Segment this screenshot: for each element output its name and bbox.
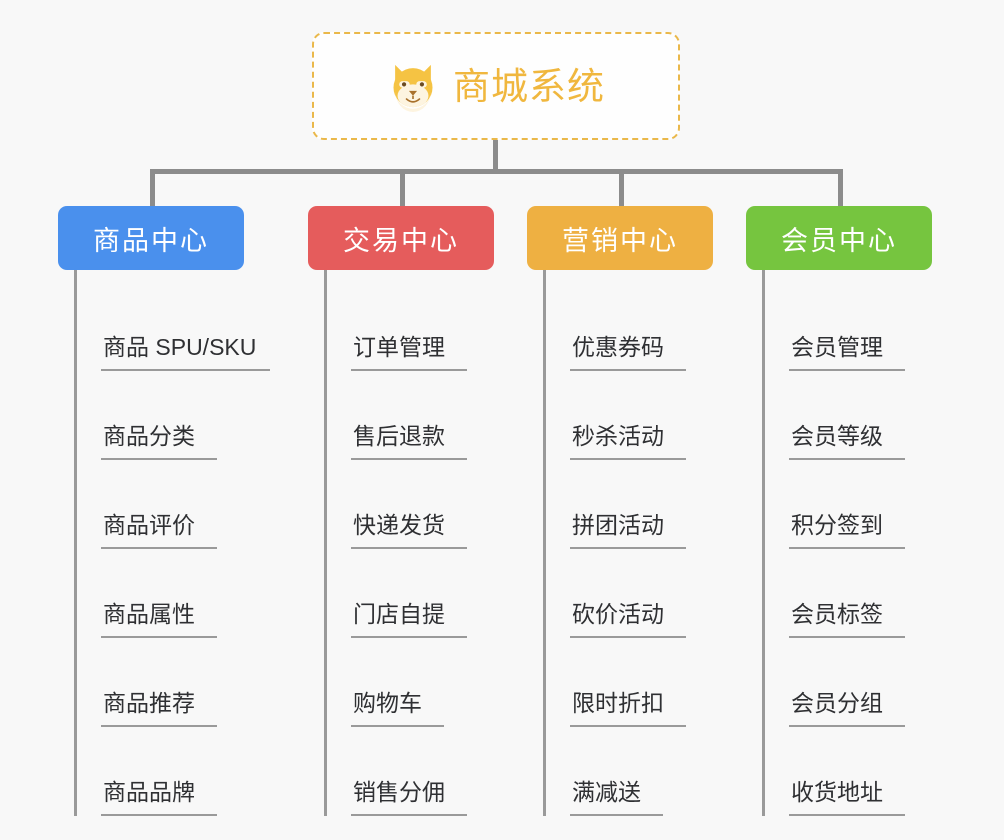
- leaf-label: 会员等级: [789, 422, 905, 460]
- category-label: 营销中心: [562, 225, 678, 256]
- leaf-list-trade-center: 订单管理 售后退款 快递发货 门店自提 购物车 销售分佣: [324, 270, 538, 816]
- root-node[interactable]: 商城系统: [312, 32, 680, 140]
- leaf-label: 会员分组: [789, 689, 905, 727]
- list-item[interactable]: 会员标签: [765, 549, 976, 638]
- root-title: 商城系统: [453, 65, 605, 107]
- leaf-label: 门店自提: [351, 600, 467, 638]
- leaf-label: 售后退款: [351, 422, 467, 460]
- trunk-horizontal-connector: [150, 169, 840, 174]
- category-box-product-center[interactable]: 商品中心: [58, 206, 244, 270]
- branch-drop-connector-3: [619, 169, 624, 206]
- list-item[interactable]: 优惠券码: [546, 282, 757, 371]
- category-box-member-center[interactable]: 会员中心: [746, 206, 932, 270]
- leaf-label: 限时折扣: [570, 689, 686, 727]
- branch-column-product-center: 商品中心 商品 SPU/SKU 商品分类 商品评价 商品属性 商品推荐 商品品牌: [58, 206, 288, 816]
- category-label: 会员中心: [781, 225, 897, 256]
- list-item[interactable]: 售后退款: [327, 371, 538, 460]
- leaf-list-product-center: 商品 SPU/SKU 商品分类 商品评价 商品属性 商品推荐 商品品牌: [74, 270, 288, 816]
- leaf-label: 购物车: [351, 689, 444, 727]
- leaf-label: 优惠券码: [570, 333, 686, 371]
- category-box-marketing-center[interactable]: 营销中心: [527, 206, 713, 270]
- leaf-label: 商品分类: [101, 422, 217, 460]
- list-item[interactable]: 商品 SPU/SKU: [77, 282, 288, 371]
- category-box-trade-center[interactable]: 交易中心: [308, 206, 494, 270]
- leaf-list-marketing-center: 优惠券码 秒杀活动 拼团活动 砍价活动 限时折扣 满减送: [543, 270, 757, 816]
- branch-drop-connector-4: [838, 169, 843, 206]
- list-item[interactable]: 商品推荐: [77, 638, 288, 727]
- leaf-label: 商品推荐: [101, 689, 217, 727]
- leaf-label: 快递发货: [351, 511, 467, 549]
- leaf-label: 收货地址: [789, 778, 905, 816]
- list-item[interactable]: 砍价活动: [546, 549, 757, 638]
- branch-column-member-center: 会员中心 会员管理 会员等级 积分签到 会员标签 会员分组 收货地址: [746, 206, 976, 816]
- list-item[interactable]: 拼团活动: [546, 460, 757, 549]
- category-label: 交易中心: [343, 225, 459, 256]
- branch-column-marketing-center: 营销中心 优惠券码 秒杀活动 拼团活动 砍价活动 限时折扣 满减送: [527, 206, 757, 816]
- leaf-label: 秒杀活动: [570, 422, 686, 460]
- leaf-label: 积分签到: [789, 511, 905, 549]
- trunk-stem-connector: [493, 140, 498, 172]
- branch-drop-connector-1: [150, 169, 155, 206]
- list-item[interactable]: 商品分类: [77, 371, 288, 460]
- list-item[interactable]: 会员等级: [765, 371, 976, 460]
- list-item[interactable]: 销售分佣: [327, 727, 538, 816]
- list-item[interactable]: 快递发货: [327, 460, 538, 549]
- leaf-label: 订单管理: [351, 333, 467, 371]
- list-item[interactable]: 限时折扣: [546, 638, 757, 727]
- list-item[interactable]: 商品评价: [77, 460, 288, 549]
- list-item[interactable]: 积分签到: [765, 460, 976, 549]
- leaf-label: 会员管理: [789, 333, 905, 371]
- list-item[interactable]: 订单管理: [327, 282, 538, 371]
- shiba-dog-face-icon: [393, 64, 433, 112]
- leaf-label: 满减送: [570, 778, 663, 816]
- list-item[interactable]: 会员分组: [765, 638, 976, 727]
- leaf-label: 会员标签: [789, 600, 905, 638]
- branch-drop-connector-2: [400, 169, 405, 206]
- leaf-label: 拼团活动: [570, 511, 686, 549]
- leaf-label: 商品属性: [101, 600, 217, 638]
- leaf-label: 销售分佣: [351, 778, 467, 816]
- list-item[interactable]: 秒杀活动: [546, 371, 757, 460]
- list-item[interactable]: 商品品牌: [77, 727, 288, 816]
- leaf-list-member-center: 会员管理 会员等级 积分签到 会员标签 会员分组 收货地址: [762, 270, 976, 816]
- list-item[interactable]: 会员管理: [765, 282, 976, 371]
- list-item[interactable]: 商品属性: [77, 549, 288, 638]
- category-label: 商品中心: [93, 225, 209, 256]
- leaf-label: 砍价活动: [570, 600, 686, 638]
- list-item[interactable]: 购物车: [327, 638, 538, 727]
- leaf-label: 商品品牌: [101, 778, 217, 816]
- list-item[interactable]: 满减送: [546, 727, 757, 816]
- list-item[interactable]: 门店自提: [327, 549, 538, 638]
- leaf-label: 商品评价: [101, 511, 217, 549]
- leaf-label: 商品 SPU/SKU: [101, 333, 271, 371]
- list-item[interactable]: 收货地址: [765, 727, 976, 816]
- branch-column-trade-center: 交易中心 订单管理 售后退款 快递发货 门店自提 购物车 销售分佣: [308, 206, 538, 816]
